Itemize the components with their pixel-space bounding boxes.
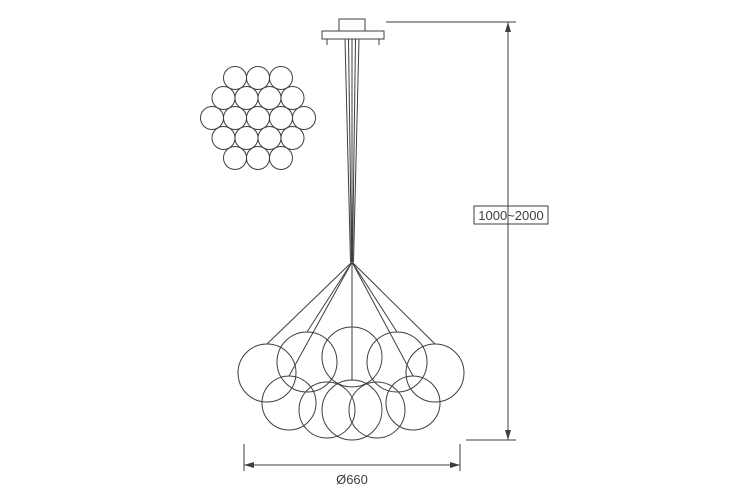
globe-outline: [234, 126, 259, 150]
globe-outline: [200, 106, 224, 130]
top-view-cluster: [200, 66, 316, 170]
globe-outline: [211, 126, 236, 150]
globe-outline: [269, 66, 293, 90]
suspension-wires: [344, 38, 360, 263]
globe-outline: [246, 146, 270, 170]
arrowhead-left: [244, 462, 254, 468]
globe-outline: [321, 379, 383, 441]
canopy-stem-box: [338, 18, 366, 32]
front-view-globes: [237, 326, 465, 441]
globe-outline: [292, 106, 316, 130]
wire: [348, 38, 352, 263]
arrowhead-right: [450, 462, 460, 468]
globe-outline: [348, 381, 406, 439]
globe-outline: [223, 66, 247, 90]
wire: [352, 38, 356, 263]
globe-outline: [246, 66, 270, 90]
globe-outline: [280, 126, 305, 150]
diameter-dimension: Ø660: [243, 444, 461, 487]
globe-outline: [269, 106, 293, 130]
wire: [344, 38, 351, 263]
wire: [353, 38, 360, 263]
fan-cord: [288, 261, 353, 377]
height-dimension: 1000~2000: [386, 21, 549, 441]
globe-outline: [234, 86, 259, 110]
globe-outline: [257, 126, 282, 150]
globe-outline: [211, 86, 236, 110]
fan-cord: [351, 261, 398, 333]
globe-outline: [280, 86, 305, 110]
globe-outline: [223, 106, 247, 130]
globe-outline: [298, 381, 356, 439]
label-background: [473, 205, 549, 225]
globe-outline: [269, 146, 293, 170]
globe-outline: [257, 86, 282, 110]
height-dimension-label: 1000~2000: [478, 208, 543, 223]
fan-cord: [351, 261, 436, 345]
globe-outline: [223, 146, 247, 170]
globe-outline: [261, 375, 317, 431]
fan-cord: [306, 261, 353, 333]
globe-outline: [366, 331, 428, 393]
arrowhead-down: [505, 430, 511, 440]
diameter-dimension-label: Ø660: [336, 472, 368, 487]
globe-outline: [321, 326, 383, 388]
fan-cord: [351, 261, 414, 377]
canopy-plate: [321, 30, 385, 40]
arrowhead-up: [505, 22, 511, 32]
globe-outline: [385, 375, 441, 431]
globe-outline: [237, 343, 297, 403]
wire-fan: [266, 261, 436, 380]
fan-cord: [266, 261, 353, 345]
globe-outline: [405, 343, 465, 403]
globe-outline: [276, 331, 338, 393]
globe-outline: [246, 106, 270, 130]
ceiling-canopy: [321, 18, 385, 45]
